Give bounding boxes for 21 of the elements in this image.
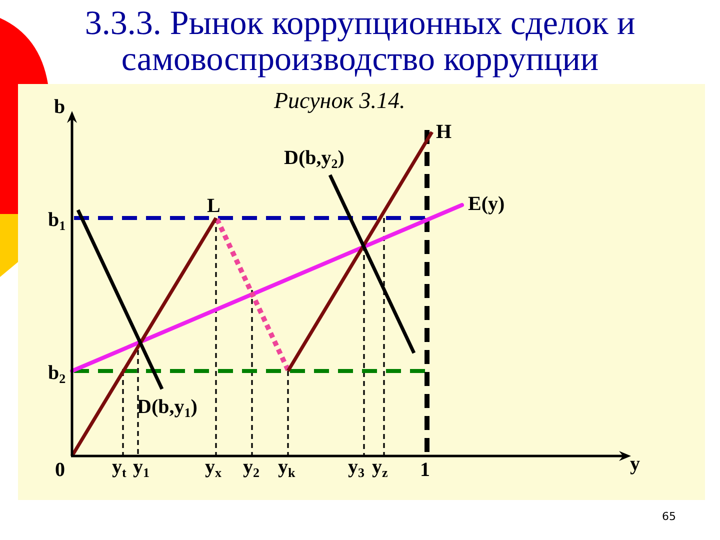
- tick-label: 1: [420, 459, 430, 481]
- curve-label: D(b,y$_{1}$): [137, 396, 198, 418]
- tick-label: y$_{t}$: [112, 456, 126, 478]
- tick-label: y$_{1}$: [133, 456, 150, 478]
- point-label: H: [436, 121, 452, 143]
- curve-label: E(y): [468, 193, 505, 215]
- tick-label: b$_{2}$: [48, 362, 66, 384]
- tick-label: y$_{z}$: [372, 456, 388, 478]
- slide-title: 3.3.3. Рынок коррупционных сделок и самовоспроизводство коррупции: [84, 6, 636, 78]
- tick-label: y$_{2}$: [243, 456, 260, 478]
- point-label: L: [207, 195, 220, 217]
- page-number: 65: [662, 510, 676, 523]
- curve-label: D(b,y$_{2}$): [284, 147, 344, 169]
- tick-label: b$_{1}$: [48, 209, 66, 231]
- tick-label: 0: [55, 459, 65, 481]
- axis-label: y: [630, 453, 640, 475]
- tick-label: y$_{k}$: [278, 456, 296, 478]
- axis-label: b: [54, 96, 66, 118]
- tick-label: y$_{3}$: [348, 456, 364, 478]
- tick-label: y$_{x}$: [205, 456, 222, 478]
- figure-caption: Рисунок 3.14.: [274, 88, 406, 114]
